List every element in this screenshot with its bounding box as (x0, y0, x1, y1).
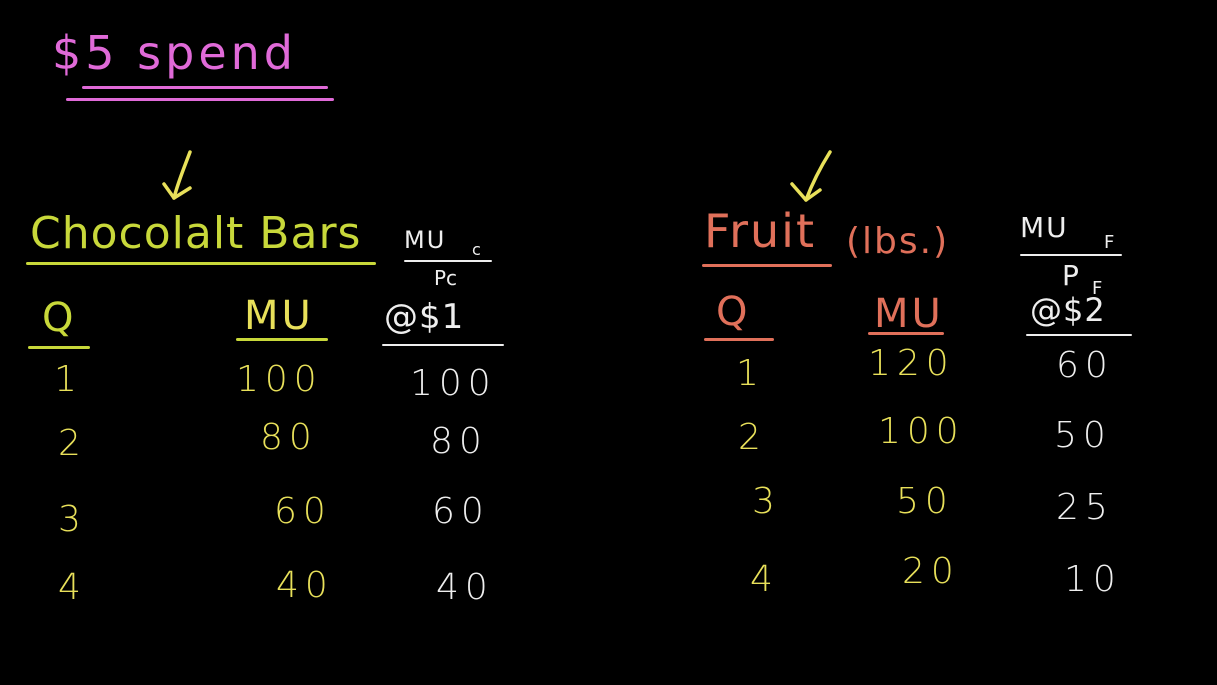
arrow-down-icon-fruit (790, 150, 832, 202)
chocolate-ratio-bar (404, 260, 492, 262)
chocolate-ratio-numerator: MU (404, 226, 447, 254)
chocolate-q-2: 2 (58, 423, 87, 464)
fruit-col-q-underline (704, 338, 774, 341)
fruit-mu-1: 120 (868, 343, 955, 384)
chocolate-ratio-2: 80 (430, 421, 488, 462)
fruit-title-underline (702, 264, 832, 267)
chocolate-col-mu-underline (236, 338, 328, 341)
fruit-price: @$2 (1030, 291, 1106, 329)
fruit-q-2: 2 (738, 417, 767, 458)
budget-underline-2 (66, 98, 334, 101)
fruit-ratio-numerator-sub: F (1104, 232, 1115, 253)
fruit-ratio-4: 10 (1064, 559, 1122, 600)
fruit-ratio-denominator: P (1062, 259, 1079, 292)
chocolate-title-underline (26, 262, 376, 265)
fruit-ratio-bar (1020, 254, 1122, 256)
fruit-ratio-denominator-sub: F (1092, 278, 1103, 299)
fruit-col-mu: MU (874, 291, 944, 337)
chocolate-ratio-3: 60 (432, 491, 490, 532)
fruit-ratio-numerator: MU (1020, 211, 1069, 244)
chocolate-q-1: 1 (54, 359, 83, 400)
chocolate-price-underline (382, 344, 504, 346)
chocolate-title: Chocolalt Bars (30, 208, 362, 259)
chocolate-col-q: Q (42, 295, 77, 341)
fruit-ratio-3: 25 (1056, 487, 1114, 528)
fruit-unit: (lbs.) (846, 221, 950, 262)
chocolate-q-3: 3 (58, 499, 87, 540)
chocolate-ratio-1: 100 (410, 363, 497, 404)
chocolate-mu-1: 100 (236, 359, 323, 400)
chocolate-col-mu: MU (244, 293, 314, 339)
fruit-mu-4: 20 (902, 551, 960, 592)
fruit-ratio-1: 60 (1056, 345, 1114, 386)
fruit-q-4: 4 (750, 559, 779, 600)
fruit-ratio-2: 50 (1054, 415, 1112, 456)
chocolate-q-4: 4 (58, 567, 87, 608)
budget-title: $5 spend (52, 26, 297, 80)
chocolate-col-q-underline (28, 346, 90, 349)
fruit-col-q: Q (716, 289, 751, 335)
budget-underline-1 (82, 86, 328, 89)
fruit-mu-2: 100 (878, 411, 965, 452)
arrow-down-icon-chocolate (162, 150, 192, 200)
fruit-title: Fruit (704, 204, 816, 258)
chocolate-mu-2: 80 (260, 417, 318, 458)
fruit-q-1: 1 (736, 353, 765, 394)
chocolate-ratio-denominator: Pc (434, 266, 458, 290)
chocolate-mu-4: 40 (276, 565, 334, 606)
fruit-col-mu-underline (868, 332, 944, 335)
chocolate-ratio-numerator-sub: c (472, 240, 481, 259)
fruit-q-3: 3 (752, 481, 781, 522)
chocolate-price: @$1 (384, 297, 465, 337)
fruit-price-underline (1026, 334, 1132, 336)
chocolate-mu-3: 60 (274, 491, 332, 532)
fruit-mu-3: 50 (896, 481, 954, 522)
chocolate-ratio-4: 40 (436, 567, 494, 608)
